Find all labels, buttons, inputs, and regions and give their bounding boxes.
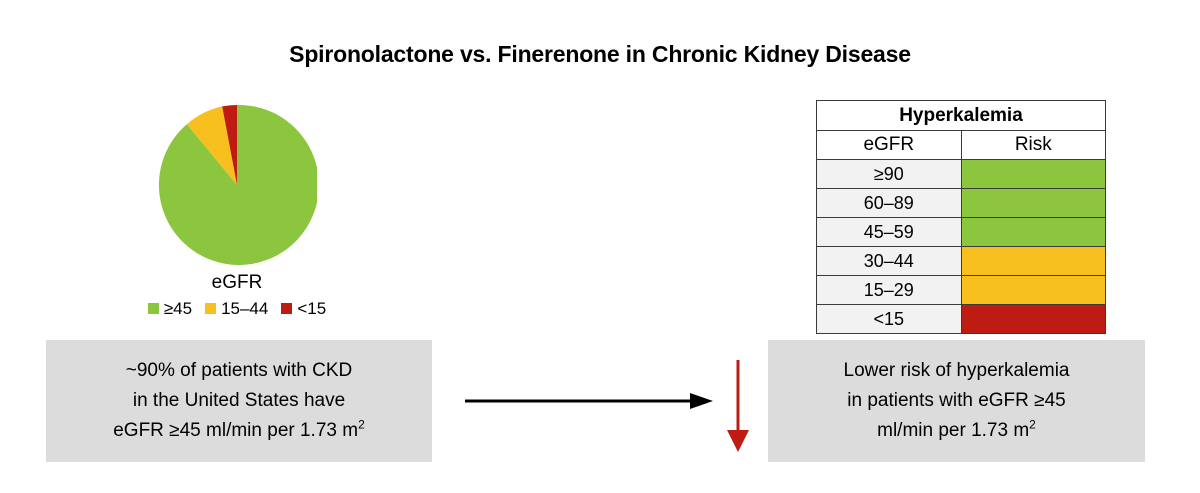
legend-label: <15: [297, 299, 327, 318]
cell-risk-yellow: [960, 246, 1107, 276]
cell-egfr: <15: [816, 304, 962, 334]
table-row: 45–59: [816, 217, 1107, 247]
pie-slice-egfr-ge45: [158, 105, 317, 265]
pie-legend-title: eGFR: [211, 272, 263, 293]
black-right-arrow-icon: [465, 393, 713, 409]
column-header-egfr: eGFR: [816, 130, 962, 160]
table-row: 60–89: [816, 188, 1107, 218]
legend-swatch-red: [281, 303, 293, 314]
cell-risk-green: [960, 217, 1107, 247]
caption-box-left: ~90% of patients with CKD in the United …: [46, 340, 432, 462]
table-row: <15: [816, 304, 1107, 334]
cell-egfr: 15–29: [816, 275, 962, 305]
cell-risk-yellow: [960, 275, 1107, 305]
legend-item: ≥45: [147, 299, 193, 318]
table-title: Hyperkalemia: [816, 100, 1106, 131]
hyperkalemia-risk-table: Hyperkalemia eGFR Risk ≥90 60–89 45–59 3…: [816, 100, 1107, 334]
table-row: 30–44: [816, 246, 1107, 276]
caption-left-line-1: ~90% of patients with CKD: [125, 360, 353, 381]
table-row: 15–29: [816, 275, 1107, 305]
pie-slice-egfr-lt15: [222, 105, 237, 185]
table-title-row: Hyperkalemia: [816, 100, 1106, 131]
cell-risk-green: [960, 159, 1107, 189]
page-title: Spironolactone vs. Finerenone in Chronic…: [289, 41, 911, 67]
caption-right-line-2: in patients with eGFR ≥45: [847, 390, 1066, 411]
caption-left-text: ~90% of patients with CKD in the United …: [103, 356, 375, 446]
pie-slice-egfr-15-44: [186, 106, 237, 185]
cell-egfr: 30–44: [816, 246, 962, 276]
caption-left-line-2: in the United States have: [132, 390, 346, 411]
legend-swatch-green: [147, 303, 159, 314]
legend-label: ≥45: [163, 299, 193, 318]
cell-risk-red: [960, 304, 1107, 334]
table-row: ≥90: [816, 159, 1107, 189]
caption-right-text: Lower risk of hyperkalemia in patients w…: [834, 356, 1080, 446]
legend-item: 15–44: [205, 300, 268, 317]
caption-right-line-1: Lower risk of hyperkalemia: [843, 360, 1070, 381]
cell-risk-green: [960, 188, 1107, 218]
legend-label: 15–44: [221, 299, 269, 318]
caption-box-right: Lower risk of hyperkalemia in patients w…: [768, 340, 1145, 462]
cell-egfr: ≥90: [816, 159, 962, 189]
legend-swatch-yellow: [205, 303, 217, 314]
pie-legend: ≥45 15–44 <15: [117, 300, 357, 317]
caption-left-line-3: eGFR ≥45 ml/min per 1.73 m: [113, 420, 359, 441]
table-header-row: eGFR Risk: [816, 130, 1107, 160]
caption-right-superscript: 2: [1029, 417, 1036, 432]
pie-chart-svg: [158, 105, 317, 265]
cell-egfr: 60–89: [816, 188, 962, 218]
cell-egfr: 45–59: [816, 217, 962, 247]
caption-left-superscript: 2: [358, 417, 365, 432]
legend-item: <15: [281, 300, 326, 317]
column-header-risk: Risk: [960, 130, 1107, 160]
caption-right-line-3: ml/min per 1.73 m: [877, 420, 1030, 441]
red-down-arrow-icon: [727, 360, 749, 452]
pie-chart: [157, 105, 317, 265]
